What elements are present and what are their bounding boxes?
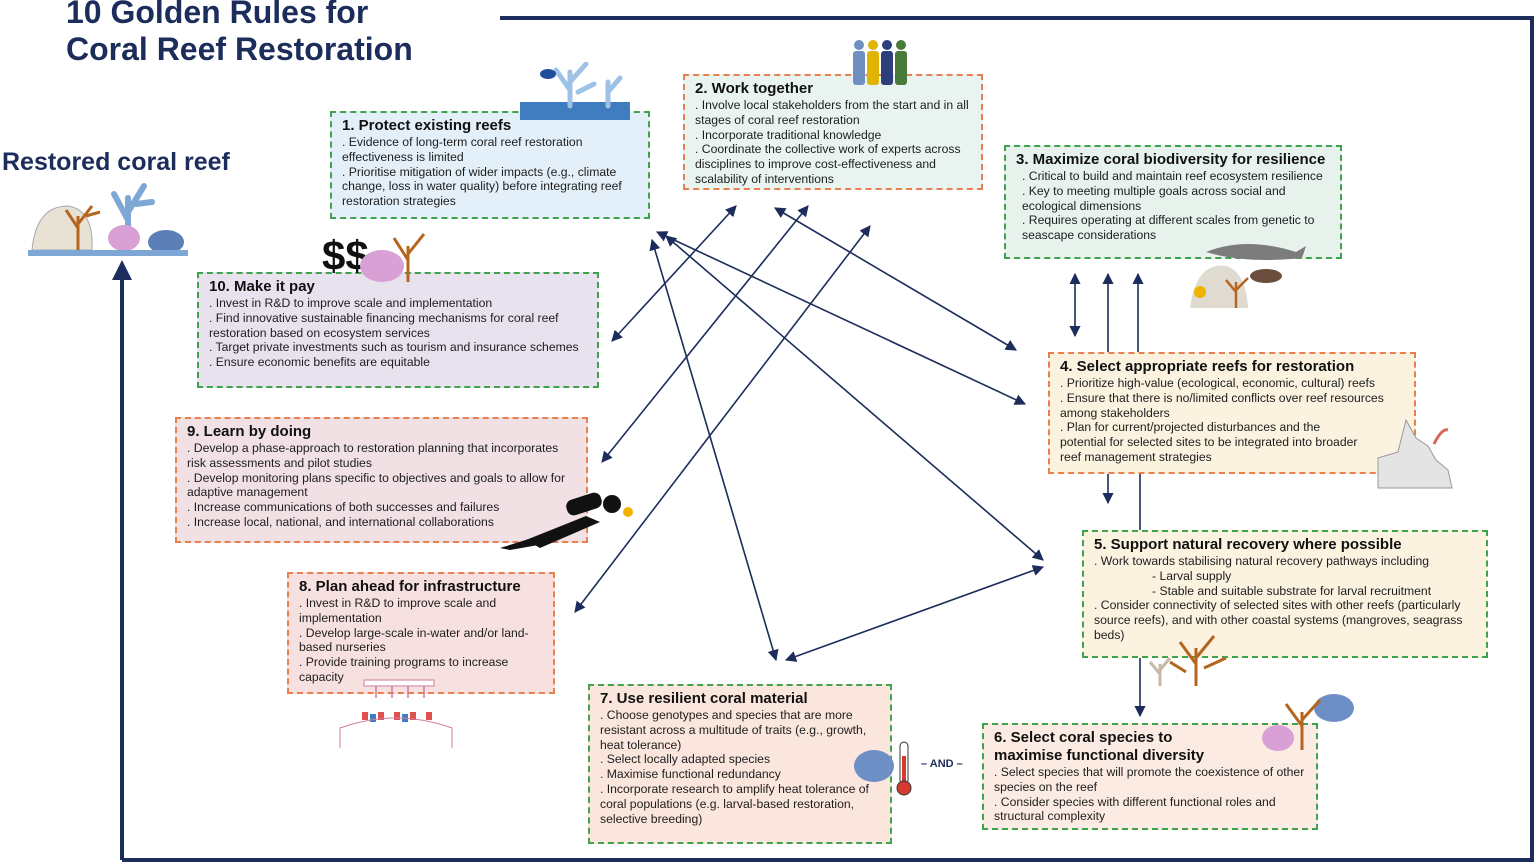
rule-7-title: 7. Use resilient coral material — [600, 690, 808, 707]
restored-reef-label: Restored coral reef — [2, 148, 230, 176]
rule-9-item: . Increase local, national, and internat… — [187, 514, 494, 529]
rule-8-item: . Provide training programs to increase … — [299, 655, 509, 684]
australia-map-icon — [1377, 418, 1453, 489]
existing-reef-coral-icon — [520, 62, 630, 120]
rule-8-title: 8. Plan ahead for infrastructure — [299, 578, 521, 595]
rule-1-box: 1. Protect existing reefs . Evidence of … — [330, 111, 650, 219]
rule-6-item: . Select species that will promote the c… — [994, 765, 1305, 794]
rule-4-item: . Plan for current/projected disturbance… — [1060, 420, 1358, 464]
natural-recovery-coral-icon — [1148, 635, 1227, 686]
rule-8-box: 8. Plan ahead for infrastructure . Inves… — [287, 572, 555, 694]
connector-1-7 — [649, 238, 779, 662]
rule-6-item: . Consider species with different functi… — [994, 794, 1276, 824]
scuba-diver-icon — [500, 492, 633, 550]
rule-2-item: . Incorporate traditional knowledge — [695, 127, 882, 142]
connector-2-4 — [774, 207, 1017, 351]
connector-7-5 — [784, 565, 1045, 662]
rule-10-item: . Invest in R&D to improve scale and imp… — [209, 296, 493, 310]
rule-7-item: . Incorporate research to amplify heat t… — [600, 781, 869, 826]
make-it-pay-coral-icon — [360, 233, 426, 282]
rule-3-box: 3. Maximize coral biodiversity for resil… — [1004, 145, 1342, 259]
functional-diversity-coral-icon — [1262, 694, 1354, 751]
coral-thermometer-icon — [854, 741, 912, 796]
rule-1-item: . Prioritise mitigation of wider impacts… — [342, 164, 622, 209]
rule-2-item: . Involve local stakeholders from the st… — [695, 98, 969, 127]
rule-1-item: . Evidence of long-term coral reef resto… — [342, 135, 583, 164]
rule-10-item: . Ensure economic benefits are equitable — [209, 355, 430, 370]
rule-2-title: 2. Work together — [695, 80, 814, 97]
rule-10-item: . Find innovative sustainable financing … — [209, 310, 559, 340]
title-line-2: Coral Reef Restoration — [66, 31, 413, 67]
dollar-icon: $$ — [322, 232, 369, 279]
rule-5-subitem: - Larval supply — [1152, 568, 1232, 583]
rule-7-item: . Choose genotypes and species that are … — [600, 708, 867, 752]
rule-3-item: . Requires operating at different scales… — [1022, 213, 1315, 243]
rule-10-box: 10. Make it pay . Invest in R&D to impro… — [197, 272, 599, 388]
connector-1-4 — [655, 231, 1027, 405]
outer-frame-line — [122, 16, 1534, 862]
rule-2-item: . Coordinate the collective work of expe… — [695, 142, 961, 186]
restored-reef-coral-icon — [28, 183, 188, 256]
rule-7-box: 7. Use resilient coral material . Choose… — [588, 684, 892, 844]
rule-6-title: 6. Select coral species to maximise func… — [994, 729, 1205, 764]
and-connector-label: – AND – — [921, 758, 963, 770]
rule-5-title: 5. Support natural recovery where possib… — [1094, 536, 1402, 553]
rule-3-title: 3. Maximize coral biodiversity for resil… — [1016, 151, 1326, 168]
rule-9-item: . Develop monitoring plans specific to o… — [187, 470, 566, 500]
rule-4-title: 4. Select appropriate reefs for restorat… — [1060, 358, 1355, 375]
rule-3-item: . Critical to build and maintain reef ec… — [1022, 169, 1323, 183]
rule-5-box: 5. Support natural recovery where possib… — [1082, 530, 1488, 658]
rule-3-item: . Key to meeting multiple goals across s… — [1022, 183, 1286, 213]
rule-1-title: 1. Protect existing reefs — [342, 117, 512, 134]
rule-5-item: . Consider connectivity of selected site… — [1094, 598, 1463, 642]
rule-9-item: . Increase communications of both succes… — [187, 500, 500, 515]
rule-9-box: 9. Learn by doing . Develop a phase-appr… — [175, 417, 588, 543]
rule-10-title: 10. Make it pay — [209, 278, 315, 295]
connector-2-10 — [611, 205, 737, 342]
shark-fish-coral-icon — [1190, 244, 1306, 308]
rule-6-box: 6. Select coral species to maximise func… — [982, 723, 1318, 830]
connector-1-5 — [665, 235, 1044, 561]
rule-10-item: . Target private investments such as tou… — [209, 340, 579, 355]
rule-4-item: . Prioritize high-value (ecological, eco… — [1060, 376, 1375, 390]
rule-9-item: . Develop a phase-approach to restoratio… — [187, 441, 559, 470]
rule-5-item: . Work towards stabilising natural recov… — [1094, 554, 1430, 568]
rule-7-item: . Select locally adapted species — [600, 752, 771, 767]
title-line-1: 10 Golden Rules for — [66, 0, 369, 30]
rule-5-subitem: - Stable and suitable substrate for larv… — [1152, 583, 1432, 598]
rule-8-item: . Develop large-scale in-water and/or la… — [299, 625, 529, 655]
people-group-icon — [853, 40, 907, 85]
page-title: 10 Golden Rules for Coral Reef Restorati… — [66, 0, 413, 68]
rule-8-item: . Invest in R&D to improve scale and imp… — [299, 596, 497, 625]
rule-2-box: 2. Work together . Involve local stakeho… — [683, 74, 983, 190]
connector-2-9 — [601, 205, 809, 463]
rule-4-item: . Ensure that there is no/limited confli… — [1060, 390, 1384, 420]
rule-7-item: . Maximise functional redundancy — [600, 767, 781, 782]
nursery-infrastructure-icon — [339, 679, 453, 748]
rule-9-title: 9. Learn by doing — [187, 423, 312, 440]
rule-4-box: 4. Select appropriate reefs for restorat… — [1048, 352, 1416, 474]
